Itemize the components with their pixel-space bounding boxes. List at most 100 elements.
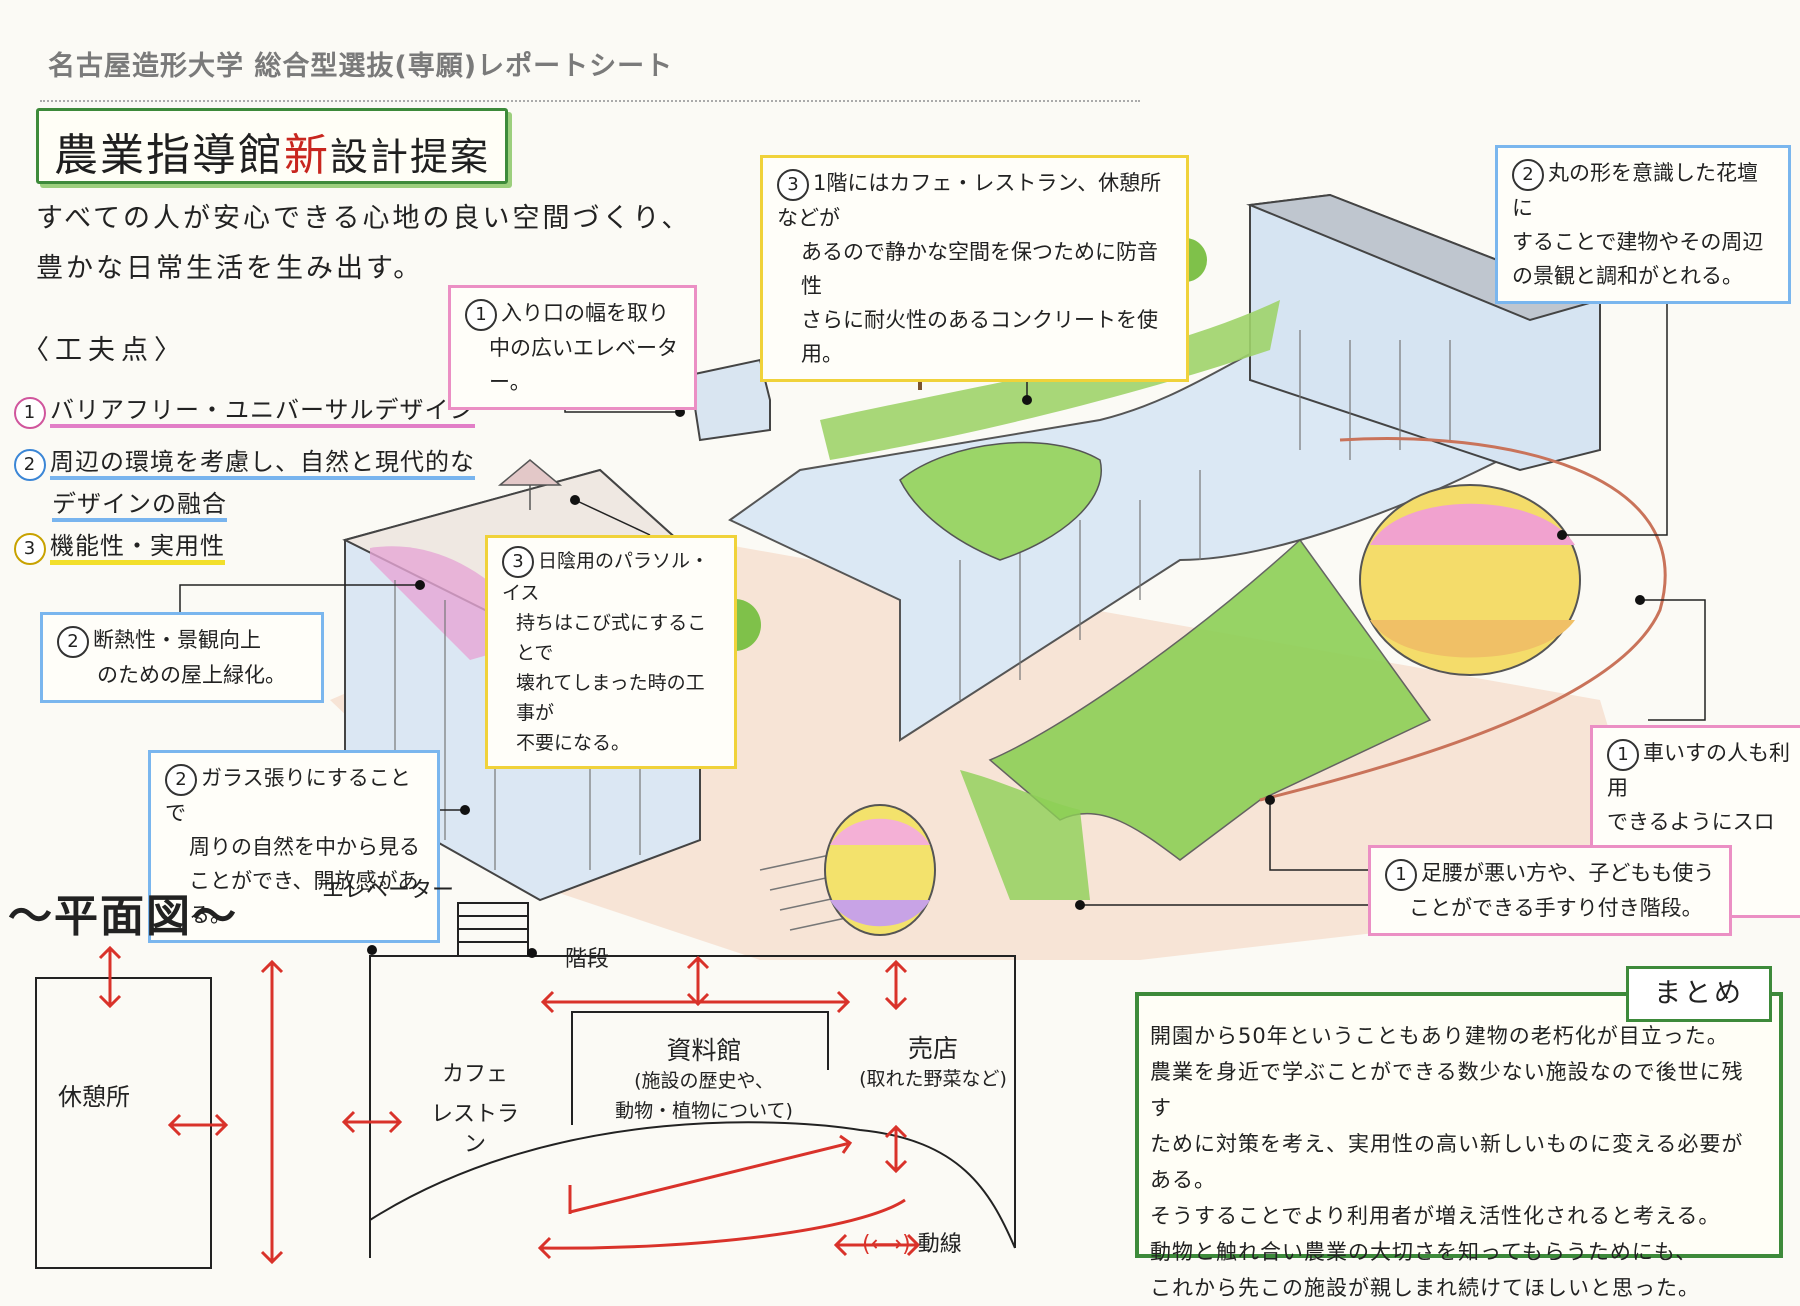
callout-slope-number: 1 xyxy=(1607,739,1639,771)
callout-parasol-line-3: 壊れてしまった時の工事が xyxy=(516,672,705,724)
point-3-number: 3 xyxy=(14,533,46,565)
plan-title: 〜平面図〜 xyxy=(8,891,238,942)
central-lawn xyxy=(988,538,1432,861)
title-box: 農業指導館新設計提案 xyxy=(36,108,508,184)
intro-line-2: 豊かな日常生活を生み出す。 xyxy=(36,253,424,284)
point-2-number: 2 xyxy=(14,449,46,481)
points-heading: 〈工夫点〉 xyxy=(22,335,187,366)
plan-label-archive: 資料館 (施設の歴史や、 動物・植物について) xyxy=(594,1036,814,1126)
summary-text: 開園から50年ということもあり建物の老朽化が目立った。 農業を身近で学ぶことがで… xyxy=(1150,1018,1765,1306)
callout-slope-text-1: 車いすの人も利用 xyxy=(1607,741,1790,800)
intro-text: すべての人が安心できる心地の良い空間づくり、 豊かな日常生活を生み出す。 xyxy=(36,194,691,294)
summary-line-3: ために対策を考え、実用性の高い新しいものに変える必要がある。 xyxy=(1150,1132,1744,1192)
plan-label-shop-note: (取れた野菜など) xyxy=(859,1068,1007,1090)
summary-line-1: 開園から50年ということもあり建物の老朽化が目立った。 xyxy=(1150,1024,1729,1048)
point-1-text: バリアフリー・ユニバーサルデザイン xyxy=(50,396,475,428)
callout-stairs-line-2: ことができる手すり付き階段。 xyxy=(1409,896,1703,920)
callout-cafe-number: 3 xyxy=(777,169,809,201)
callout-flowerbed-line-2: することで建物やその周辺 xyxy=(1512,230,1764,254)
parasol xyxy=(497,459,563,486)
callout-glass-line-2: 周りの自然を中から見る xyxy=(189,835,420,859)
point-2-cont: デザインの融合 xyxy=(52,484,227,522)
callout-stairs-number: 1 xyxy=(1385,859,1417,891)
callout-flowerbed-number: 2 xyxy=(1512,159,1544,191)
title-part-1: 農業指導館 xyxy=(53,130,284,181)
plan-legend: (⟷) 動線 xyxy=(862,1230,962,1260)
callout-glass-number: 2 xyxy=(165,764,197,796)
plan-label-cafe: カフェ レストラン xyxy=(425,1060,525,1160)
plan-label-rest: 休憩所 xyxy=(58,1083,130,1111)
plan-label-shop-name: 売店 xyxy=(907,1034,958,1063)
summary-line-4: そうすることでより利用者が増え活性化されると考える。 xyxy=(1150,1204,1721,1228)
plan-legend-symbol: (⟷) xyxy=(862,1232,911,1257)
callout-roof-line-2: のための屋上緑化。 xyxy=(97,663,286,687)
point-1-number: 1 xyxy=(14,397,46,429)
plan-label-cafe-1: カフェ xyxy=(441,1062,508,1087)
round-flowerbed-orange xyxy=(1370,620,1575,658)
header-divider xyxy=(40,100,1140,102)
title-part-2: 設計提案 xyxy=(329,135,490,179)
callout-glass-text-1: ガラス張りにすることで xyxy=(165,766,411,825)
callout-parasol-line-2: 持ちはこび式にすることで xyxy=(516,612,707,664)
callout-roof-number: 2 xyxy=(57,626,89,658)
sheet-header: 名古屋造形大学 総合型選抜(専願)レポートシート xyxy=(48,51,674,82)
point-2-text: 周辺の環境を考慮し、自然と現代的な xyxy=(50,448,475,480)
callout-elevator-text-1: 入り口の幅を取り xyxy=(501,301,669,325)
callout-flowerbed-text-1: 丸の形を意識した花壇に xyxy=(1512,161,1758,220)
elevator-tower xyxy=(688,358,771,442)
summary-line-2: 農業を身近で学ぶことができる数少ない施設なので後世に残す xyxy=(1150,1060,1744,1120)
callout-cafe-line-3: さらに耐火性のあるコンクリートを使用。 xyxy=(801,308,1158,366)
plan-label-archive-note-1: (施設の歴史や、 xyxy=(634,1070,774,1092)
summary-line-6: これから先この施設が親しまれ続けてほしいと思った。 xyxy=(1150,1276,1700,1300)
callout-parasol-line-4: 不要になる。 xyxy=(516,732,631,754)
callout-cafe-text-1: 1階にはカフェ・レストラン、休憩所などが xyxy=(777,171,1162,230)
callout-elevator-number: 1 xyxy=(465,299,497,331)
callout-glass-line-3: ことができ、開放感がある。 xyxy=(189,869,419,927)
plan-label-cafe-2: レストラン xyxy=(430,1102,519,1157)
title-part-new: 新 xyxy=(283,130,330,181)
floor-plan xyxy=(35,902,1016,1269)
summary-box xyxy=(1135,992,1783,1258)
lower-lawn xyxy=(960,770,1090,900)
plan-rest-room xyxy=(35,977,212,1269)
plan-dots xyxy=(367,945,537,958)
point-2-text-cont: デザインの融合 xyxy=(52,490,227,522)
courtyard-lawn xyxy=(899,441,1103,561)
round-flowerbed-pink xyxy=(1370,503,1575,545)
summary-line-5: 動物と触れ合い農業の大切さを知ってもらうためにも、 xyxy=(1150,1240,1698,1264)
plan-label-archive-note-2: 動物・植物について) xyxy=(615,1100,793,1122)
circulation-arrows xyxy=(98,945,921,1265)
plan-label-archive-name: 資料館 xyxy=(666,1036,742,1065)
callout-parasol-text-1: 日陰用のパラソル・イス xyxy=(502,550,710,604)
callout-stairs-text-1: 足腰が悪い方や、子どもも使う xyxy=(1421,861,1715,885)
plan-label-elevator: エレベーター xyxy=(322,878,455,903)
point-3-text: 機能性・実用性 xyxy=(50,532,225,565)
intro-line-1: すべての人が安心できる心地の良い空間づくり、 xyxy=(36,203,692,234)
callout-flowerbed-line-3: の景観と調和がとれる。 xyxy=(1512,264,1743,288)
plan-label-stairs: 階段 xyxy=(565,947,610,972)
plan-legend-text: 動線 xyxy=(917,1232,962,1257)
callout-roof-text-1: 断熱性・景観向上 xyxy=(93,628,261,652)
callout-elevator-line-2: 中の広いエレベーター。 xyxy=(489,336,678,394)
ramp-rail xyxy=(1259,437,1667,802)
plan-label-shop: 売店 (取れた野菜など) xyxy=(848,1034,1018,1094)
callout-parasol-number: 3 xyxy=(502,546,534,578)
page-title: 農業指導館新設計提案 xyxy=(39,119,505,183)
